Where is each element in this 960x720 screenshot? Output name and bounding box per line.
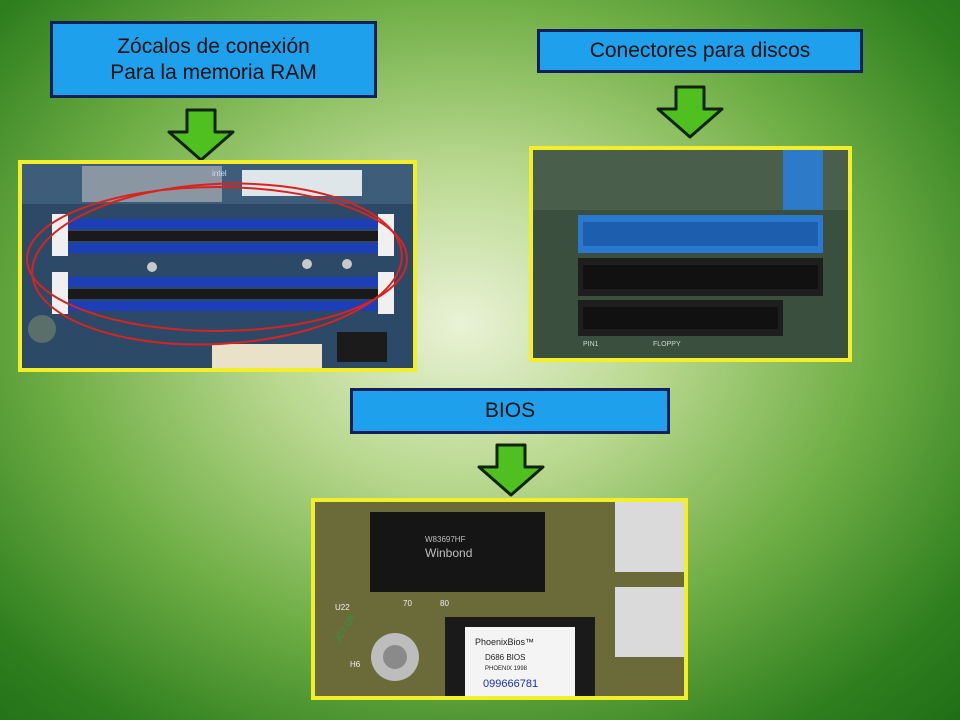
pcb-70-text: 70: [403, 599, 412, 608]
down-arrow-icon: [167, 108, 235, 162]
pcb-h6-text: H6: [350, 660, 361, 669]
disk-floppy-text: FLOPPY: [653, 341, 681, 348]
bios-label: BIOS: [350, 388, 670, 434]
chip-model-text: W83697HF: [425, 535, 466, 544]
ram-slots-photo: intel: [18, 160, 417, 372]
bios-chip-serial-text: 099666781: [483, 678, 538, 690]
down-arrow-icon: [477, 443, 545, 497]
bios-chip-model-text: D686 BIOS: [485, 653, 525, 662]
bios-chip-brand-text: PhoenixBios™: [475, 637, 534, 647]
board-brand-text: intel: [212, 169, 227, 178]
bios-photo: Winbond W83697HF U22 70 80 H6 JCT OK Pho…: [311, 498, 688, 700]
disk-pin1-text: PIN1: [583, 341, 599, 348]
bios-chip-vendor-text: PHOENIX 1998: [485, 666, 528, 672]
disk-connectors-photo: FLOPPY PIN1: [529, 146, 852, 362]
disk-connectors-label: Conectores para discos: [537, 29, 863, 73]
pcb-80-text: 80: [440, 599, 449, 608]
chip-brand-text: Winbond: [425, 546, 472, 560]
down-arrow-icon: [656, 85, 724, 139]
pcb-u22-text: U22: [335, 603, 350, 612]
ram-slots-label: Zócalos de conexión Para la memoria RAM: [50, 21, 377, 98]
